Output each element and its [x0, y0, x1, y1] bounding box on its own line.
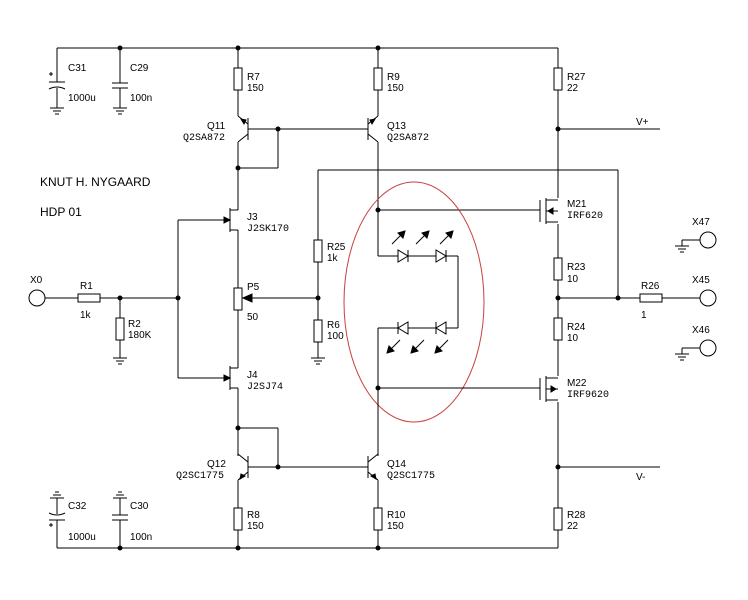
resistor-r27: R27 22: [553, 48, 586, 94]
x0-label: X0: [30, 275, 43, 286]
j3-value: J2SK170: [247, 224, 289, 235]
resistor-r24: R24 10: [553, 317, 586, 344]
r28-ref: R28: [567, 510, 586, 521]
q14-value: Q2SC1775: [387, 471, 435, 482]
capacitor-c29: C29 100n: [112, 48, 152, 115]
vplus-label: V+: [636, 117, 649, 128]
r6-value: 100: [327, 331, 344, 342]
c29-value: 100n: [130, 93, 152, 104]
c31-value: 1000u: [68, 93, 96, 104]
jfet-j4: J4 J2SJ74: [229, 366, 283, 393]
output-connector-x46: X46: [675, 325, 717, 361]
r1-ref: R1: [80, 281, 93, 292]
m22-value: IRF9620: [567, 390, 609, 401]
r27-ref: R27: [567, 72, 586, 83]
c32-value: 1000u: [68, 532, 96, 543]
transistor-q13: Q13 Q2SA872: [278, 115, 429, 144]
vminus-label: V-: [636, 472, 645, 483]
r10-value: 150: [387, 521, 404, 532]
r6-ref: R6: [327, 320, 340, 331]
bottom-rail: [57, 545, 558, 551]
r1-value: 1k: [80, 310, 92, 321]
q14-ref: Q14: [387, 459, 406, 470]
led-chain: [378, 230, 459, 354]
q12-value: Q2SC1775: [176, 471, 224, 482]
capacitor-c32: C32 1000u: [48, 491, 96, 548]
resistor-r1: R1 1k: [77, 281, 101, 321]
highlight-ellipse: [343, 181, 485, 423]
resistor-r2: R2 180K: [113, 298, 152, 365]
r2-ref: R2: [128, 319, 141, 330]
rail-vplus: V+: [558, 117, 660, 130]
transistor-q12: Q12 Q2SC1775: [176, 453, 278, 482]
m22-ref: M22: [567, 378, 587, 389]
output-connector-x45: X45: [692, 275, 717, 307]
c32-ref: C32: [68, 501, 87, 512]
resistor-r10: R10 150: [373, 507, 406, 548]
c29-ref: C29: [130, 63, 149, 74]
r26-value: 1: [641, 310, 647, 321]
transistor-q14: Q14 Q2SC1775: [278, 453, 435, 482]
r24-ref: R24: [567, 322, 586, 333]
resistor-r9: R9 150: [373, 48, 404, 116]
r27-value: 22: [567, 83, 579, 94]
resistor-r23: R23 10: [553, 257, 586, 285]
r8-value: 150: [247, 521, 264, 532]
top-rail: [57, 45, 558, 51]
r7-ref: R7: [247, 72, 260, 83]
c31-ref: C31: [68, 63, 87, 74]
q12-ref: Q12: [207, 459, 226, 470]
r9-ref: R9: [387, 72, 400, 83]
r24-value: 10: [567, 333, 579, 344]
resistor-r8: R8 150: [233, 507, 264, 548]
output-connector-x47: X47: [675, 217, 717, 253]
q11-ref: Q11: [207, 121, 226, 132]
j4-ref: J4: [247, 370, 258, 381]
c30-ref: C30: [130, 501, 149, 512]
mosfet-m22: M22 IRF9620: [539, 376, 609, 402]
potentiometer-p5: P5 50: [233, 282, 318, 323]
q13-ref: Q13: [387, 121, 406, 132]
rail-vminus: V-: [558, 466, 660, 483]
r9-value: 150: [387, 83, 404, 94]
p5-ref: P5: [247, 282, 260, 293]
resistor-r28: R28 22: [553, 507, 586, 548]
capacitor-c31: C31 1000u: [48, 48, 96, 115]
r8-ref: R8: [247, 510, 260, 521]
j4-value: J2SJ74: [247, 382, 283, 393]
m21-value: IRF620: [567, 211, 603, 222]
project-label: HDP 01: [40, 205, 82, 219]
j3-ref: J3: [247, 212, 258, 223]
p5-value: 50: [247, 312, 259, 323]
m21-ref: M21: [567, 199, 587, 210]
q11-value: Q2SA872: [183, 133, 225, 144]
r10-ref: R10: [387, 510, 406, 521]
r7-value: 150: [247, 83, 264, 94]
r26-ref: R26: [641, 281, 660, 292]
c30-value: 100n: [130, 532, 152, 543]
x45-label: X45: [692, 275, 710, 286]
r28-value: 22: [567, 521, 579, 532]
transistor-q11: Q11 Q2SA872: [183, 115, 278, 144]
r25-ref: R25: [327, 242, 346, 253]
resistor-r7: R7 150: [233, 48, 264, 116]
x46-label: X46: [692, 325, 710, 336]
r23-ref: R23: [567, 262, 586, 273]
mosfet-m21: M21 IRF620: [539, 198, 603, 224]
capacitor-c30: C30 100n: [112, 491, 152, 548]
resistor-r25: R25 1k: [313, 239, 346, 264]
jfet-j3: J3 J2SK170: [229, 208, 289, 235]
r2-value: 180K: [128, 330, 152, 341]
x47-label: X47: [692, 217, 710, 228]
resistor-r26: R26 1: [639, 281, 663, 321]
author-label: KNUT H. NYGAARD: [40, 175, 151, 189]
resistor-r6: R6 100: [311, 319, 344, 365]
input-connector-x0: X0: [28, 275, 46, 307]
r25-value: 1k: [327, 253, 339, 264]
q13-value: Q2SA872: [387, 133, 429, 144]
r23-value: 10: [567, 274, 579, 285]
